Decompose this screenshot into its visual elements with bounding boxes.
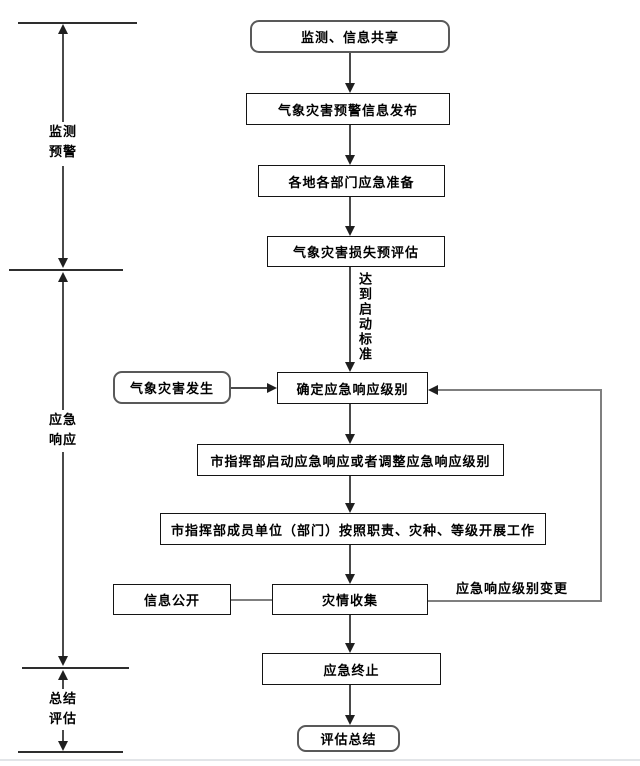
phase-label-line: 总结 [48, 691, 77, 706]
edge-label-startup-criteria: 达到启动标准 [356, 272, 373, 366]
arrow-down-head [345, 503, 355, 513]
phase-label-monitoring: 监测 预警 [34, 122, 92, 162]
phase-label-line: 评估 [48, 711, 77, 726]
phase-label-line: 应急 [48, 412, 77, 427]
arrow-up-head [58, 24, 68, 34]
axis-segment [62, 678, 64, 690]
arrow-down-head [345, 434, 355, 444]
arrow-down-head [345, 226, 355, 236]
connector-line [349, 53, 351, 84]
axis-segment [62, 280, 64, 410]
connector-line [231, 599, 272, 601]
phase-label-evaluation: 总结 评估 [34, 689, 92, 729]
node-info-disclosure: 信息公开 [113, 584, 231, 615]
axis-segment [62, 166, 64, 259]
arrow-up-head [58, 670, 68, 680]
arrow-right-head [267, 383, 277, 393]
connector-line [349, 267, 351, 363]
connector-line [349, 125, 351, 156]
arrow-down-head [345, 83, 355, 93]
node-determine-response-level: 确定应急响应级别 [277, 372, 428, 404]
axis-bottom-rule [18, 751, 123, 753]
phase-label-response: 应急 响应 [34, 410, 92, 450]
arrow-down-head [345, 362, 355, 372]
connector-line [349, 476, 351, 504]
connector-line [349, 197, 351, 227]
node-member-units-work: 市指挥部成员单位（部门）按照职责、灾种、等级开展工作 [160, 513, 546, 545]
node-hq-start-response: 市指挥部启动应急响应或者调整应急响应级别 [197, 444, 504, 476]
feedback-loop-line [437, 389, 602, 391]
connector-line [349, 545, 351, 575]
axis-segment [62, 32, 64, 122]
arrow-down-head [345, 574, 355, 584]
node-monitoring-info-sharing: 监测、信息共享 [250, 20, 450, 53]
arrow-down-head [58, 258, 68, 268]
axis-segment [62, 730, 64, 742]
arrow-left-head [428, 385, 438, 395]
axis-segment [62, 452, 64, 656]
node-disaster-collection: 灾情收集 [272, 584, 428, 615]
page-bottom-edge [0, 759, 640, 761]
feedback-loop-line [600, 389, 602, 602]
phase-label-line: 响应 [48, 432, 77, 447]
connector-line [349, 615, 351, 644]
arrow-down-head [345, 715, 355, 725]
connector-line [349, 404, 351, 435]
arrow-down-head [345, 643, 355, 653]
feedback-loop-line [428, 600, 602, 602]
arrow-down-head [58, 656, 68, 666]
edge-label-level-change: 应急响应级别变更 [456, 578, 569, 597]
node-evaluation-summary: 评估总结 [297, 725, 400, 752]
phase-label-line: 监测 [48, 124, 77, 139]
node-disaster-occurs: 气象灾害发生 [113, 371, 231, 404]
node-warning-info-release: 气象灾害预警信息发布 [246, 93, 450, 125]
phase-label-line: 预警 [48, 144, 77, 159]
axis-divider-1 [9, 269, 123, 271]
axis-top-rule [18, 22, 137, 24]
connector-line [231, 387, 268, 389]
arrow-up-head [58, 272, 68, 282]
node-emergency-termination: 应急终止 [262, 653, 441, 685]
arrow-down-head [345, 155, 355, 165]
node-loss-pre-assessment: 气象灾害损失预评估 [267, 236, 445, 267]
axis-divider-2 [22, 667, 129, 669]
connector-line [349, 685, 351, 715]
arrow-down-head [58, 741, 68, 751]
node-emergency-preparation: 各地各部门应急准备 [258, 165, 445, 197]
